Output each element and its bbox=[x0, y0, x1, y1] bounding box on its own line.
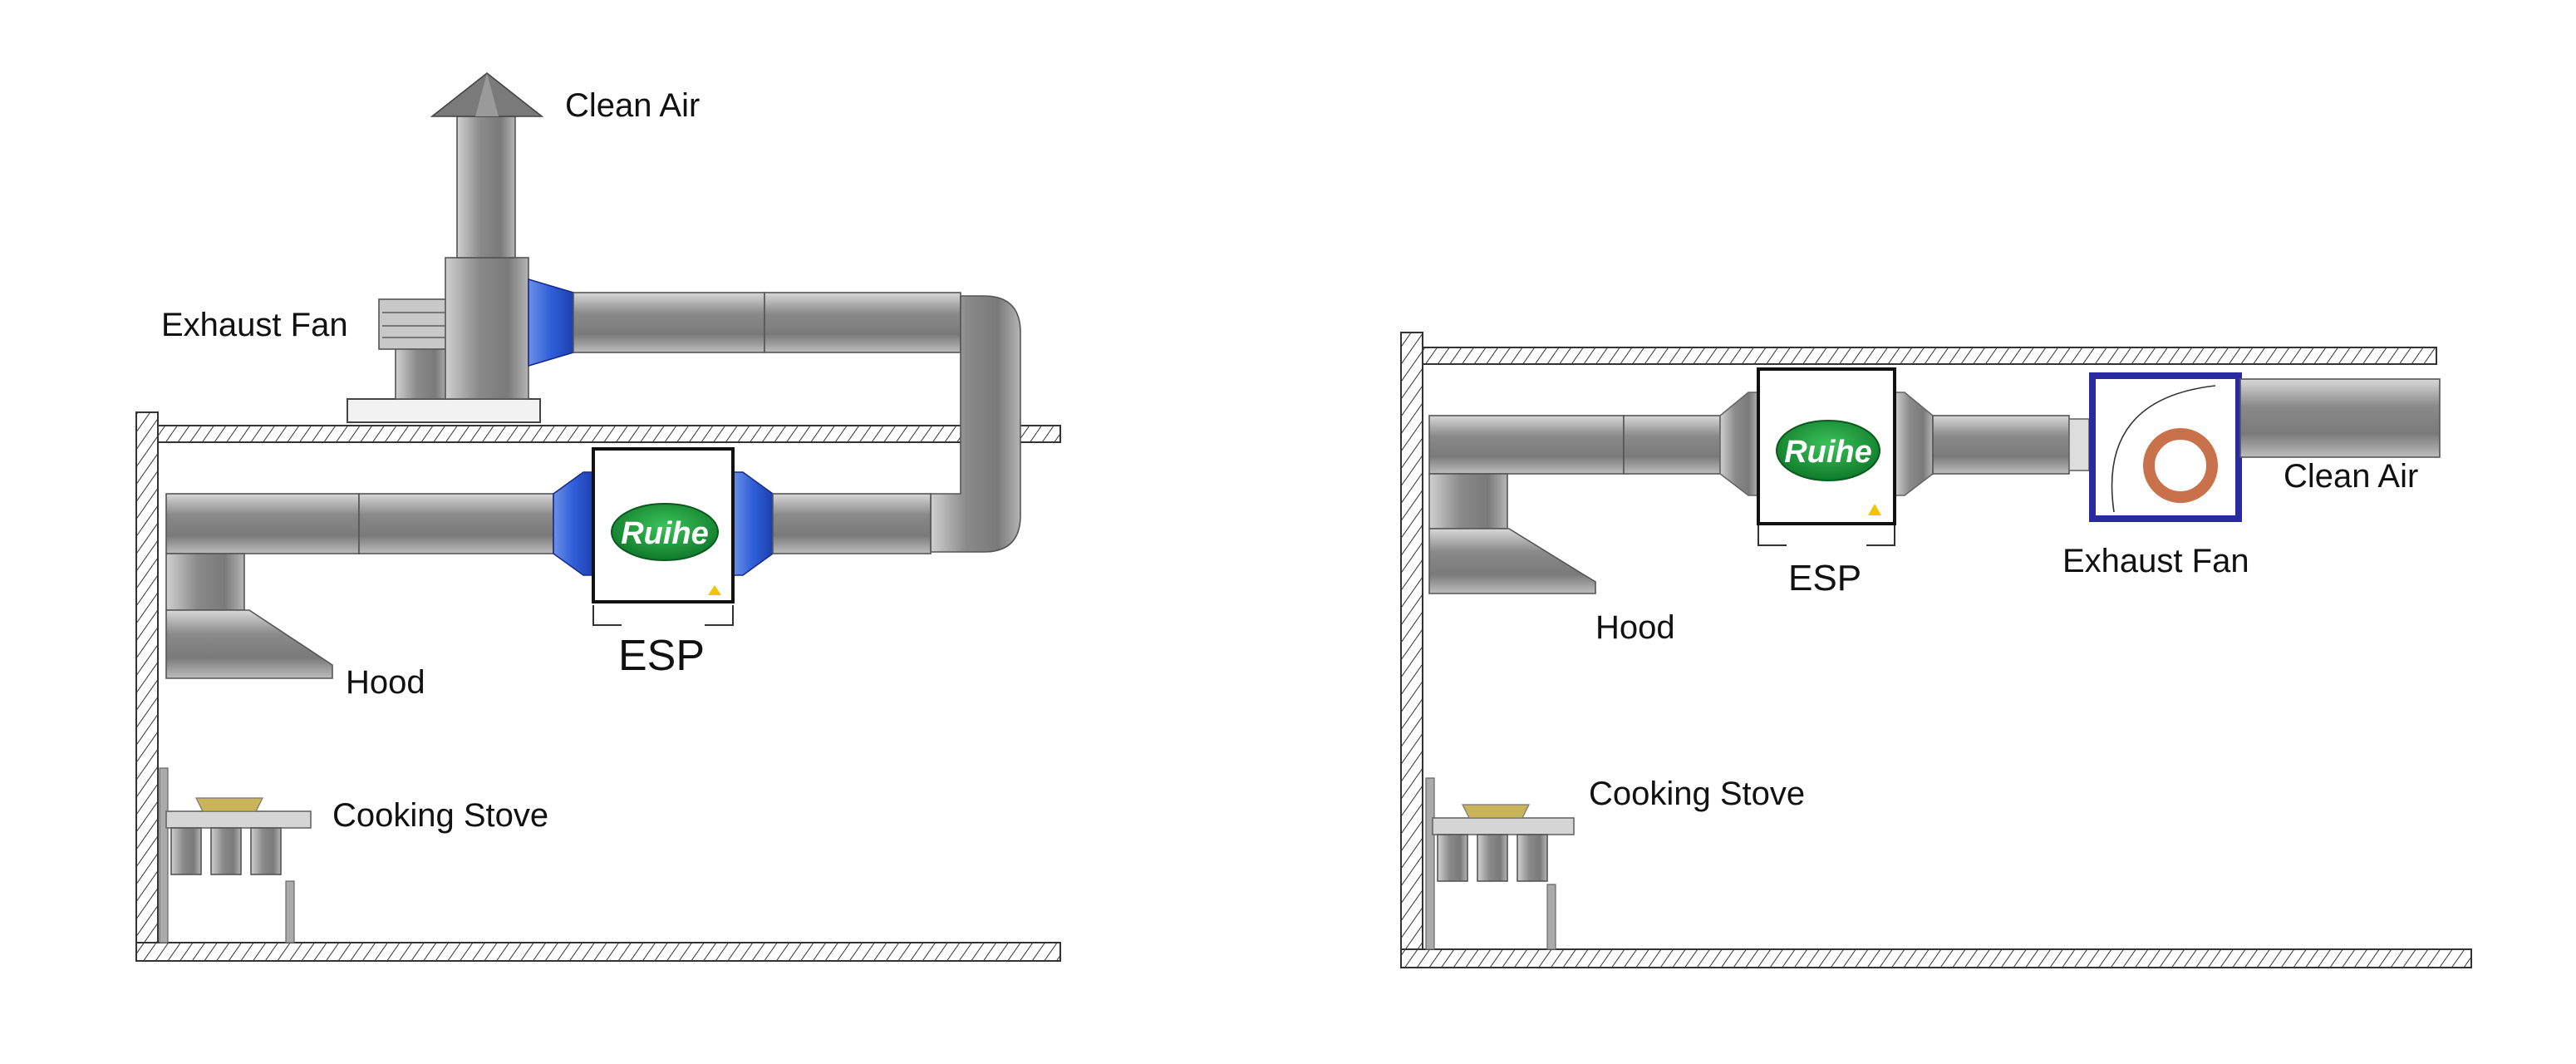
duct-transition bbox=[1719, 392, 1759, 496]
label-esp: ESP bbox=[1788, 558, 1861, 598]
exhaust-fan bbox=[347, 257, 541, 423]
duct-segment bbox=[772, 493, 932, 554]
ruihe-logo bbox=[611, 503, 719, 561]
floor-slab bbox=[1400, 948, 2472, 968]
cooking-stove bbox=[1425, 777, 1575, 950]
label-hood: Hood bbox=[346, 664, 425, 701]
label-clean-air: Clean Air bbox=[565, 87, 700, 124]
duct-segment bbox=[764, 292, 961, 353]
exhaust-fan bbox=[2089, 372, 2242, 522]
label-exhaust-fan: Exhaust Fan bbox=[161, 307, 348, 343]
pan bbox=[1462, 804, 1530, 819]
left-wall bbox=[1400, 332, 1423, 968]
hood bbox=[1428, 473, 1596, 594]
warning-icon bbox=[1868, 504, 1881, 515]
pan bbox=[195, 797, 263, 812]
logo-text: Ruihe bbox=[1784, 435, 1872, 470]
left-diagram: Ruihe Clean Air Exhaust Fan ESP Hood Coo… bbox=[135, 71, 1061, 962]
duct-elbow bbox=[930, 295, 1021, 553]
floor-slab bbox=[135, 942, 1061, 962]
outlet-duct bbox=[2239, 378, 2441, 458]
blue-transition bbox=[553, 471, 594, 576]
duct-segment bbox=[358, 493, 554, 554]
label-clean-air: Clean Air bbox=[2283, 458, 2418, 495]
left-wall bbox=[135, 411, 159, 962]
label-cooking-stove: Cooking Stove bbox=[332, 797, 548, 834]
label-exhaust-fan: Exhaust Fan bbox=[2062, 543, 2249, 579]
ruihe-logo bbox=[1776, 420, 1880, 481]
duct-segment bbox=[1428, 415, 1625, 475]
hood bbox=[165, 553, 333, 679]
ceiling-slab bbox=[157, 425, 1061, 443]
duct-segment bbox=[1623, 415, 1721, 475]
blue-transition bbox=[732, 471, 774, 576]
duct-segment bbox=[573, 292, 765, 353]
warning-icon bbox=[708, 585, 721, 595]
ceiling-slab bbox=[1422, 347, 2437, 365]
esp-unit: Ruihe bbox=[592, 447, 735, 626]
fan-ring bbox=[2143, 428, 2218, 503]
logo-text: Ruihe bbox=[621, 516, 709, 551]
chimney bbox=[430, 71, 544, 259]
right-diagram: Ruihe Clean Air Exhaust Fan ESP Hood Coo… bbox=[1400, 332, 2472, 968]
label-hood: Hood bbox=[1595, 609, 1675, 646]
label-cooking-stove: Cooking Stove bbox=[1589, 776, 1805, 812]
label-esp: ESP bbox=[618, 632, 705, 680]
blue-transition bbox=[528, 278, 574, 367]
duct-segment bbox=[165, 493, 360, 554]
esp-unit: Ruihe bbox=[1757, 367, 1896, 546]
duct-transition bbox=[1894, 392, 1934, 496]
duct-collar bbox=[2068, 418, 2090, 471]
cooking-stove bbox=[159, 767, 312, 943]
duct-segment bbox=[1932, 415, 2070, 475]
